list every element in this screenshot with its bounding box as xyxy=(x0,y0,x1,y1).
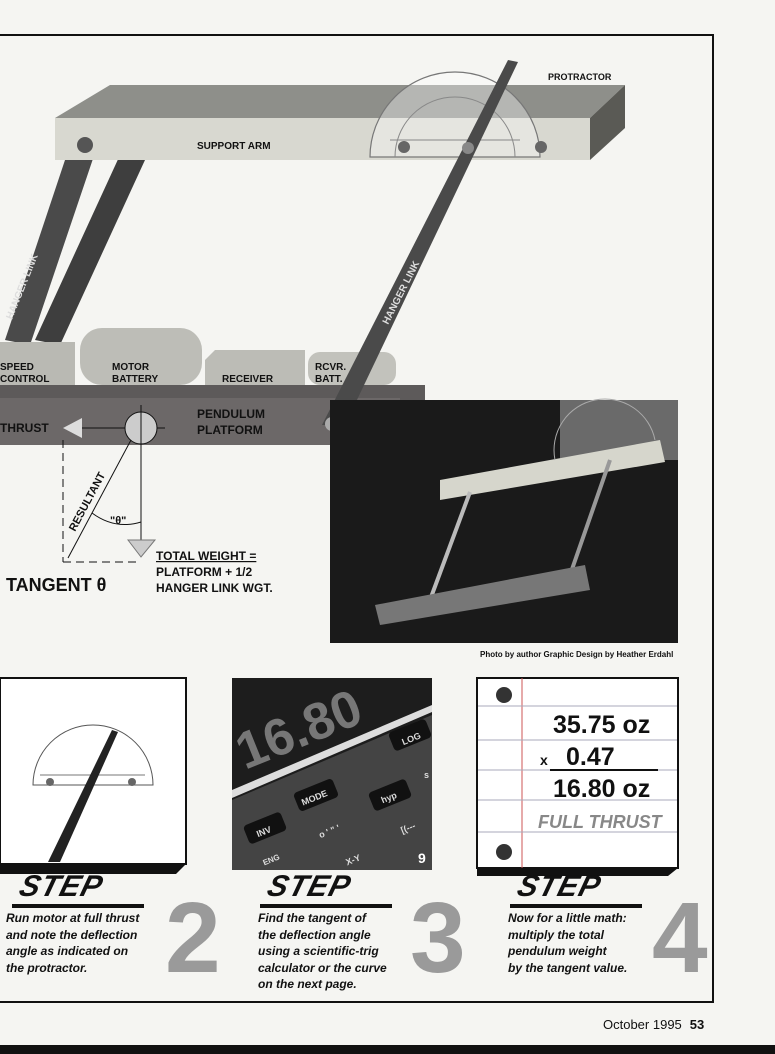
page-footer: October 1995 53 xyxy=(603,1017,704,1032)
speed-control-label-1: SPEED xyxy=(0,362,34,373)
rcvr-batt-label-1: RCVR. xyxy=(315,362,346,373)
step-4-number: 4 xyxy=(652,882,708,994)
page-number: 53 xyxy=(689,1017,705,1032)
hanger-link-left-1 xyxy=(5,130,100,345)
weight-arrow xyxy=(126,539,157,558)
protractor-label: PROTRACTOR xyxy=(548,72,612,82)
receiver-box xyxy=(205,350,305,385)
step-2-number: 2 xyxy=(165,882,221,994)
thrust-arrow xyxy=(63,418,82,438)
hanger-link-left-2 xyxy=(35,155,145,345)
step-2-title: STEP xyxy=(15,870,107,903)
notepad-image xyxy=(476,677,679,876)
notepad-label: FULL THRUST xyxy=(538,812,664,832)
thrust-label: THRUST xyxy=(0,421,49,435)
issue-date: October 1995 xyxy=(603,1017,682,1032)
step-2-underline xyxy=(12,904,144,908)
pivot-bolt xyxy=(77,137,93,153)
motor-battery-box xyxy=(80,328,202,385)
notepad-line-3: 16.80 oz xyxy=(553,775,650,803)
total-weight-label-1: TOTAL WEIGHT = xyxy=(156,549,256,563)
rcvr-batt-label-2: BATT. xyxy=(315,374,343,385)
calc-key-9: 9 xyxy=(418,850,426,866)
step-3-number: 3 xyxy=(410,882,466,994)
receiver-label: RECEIVER xyxy=(222,374,274,385)
step-3-underline xyxy=(260,904,392,908)
support-arm-top xyxy=(55,85,625,118)
total-weight-label-3: HANGER LINK WGT. xyxy=(156,581,273,595)
motor-battery-label-2: BATTERY xyxy=(112,374,158,385)
pendulum-platform-label-1: PENDULUM xyxy=(197,407,265,421)
bottom-edge xyxy=(0,1045,775,1054)
total-weight-label-2: PLATFORM + 1/2 xyxy=(156,565,252,579)
page-frame xyxy=(0,34,714,1003)
photo-caption: Photo by author Graphic Design by Heathe… xyxy=(480,650,673,659)
calc-key-s: s xyxy=(424,770,429,780)
speed-control-label-2: CONTROL xyxy=(0,374,49,385)
protractor-icon xyxy=(369,71,547,158)
support-arm-label: SUPPORT ARM xyxy=(197,141,271,152)
resultant-label: RESULTANT xyxy=(67,470,108,533)
notepad-line-2: 0.47 xyxy=(566,743,615,771)
step-3-text: Find the tangent of the deflection angle… xyxy=(258,911,387,991)
notepad-line-1: 35.75 oz xyxy=(553,711,650,739)
step-4-text: Now for a little math: multiply the tota… xyxy=(508,911,628,975)
theta-label: "θ" xyxy=(110,515,126,527)
support-arm-front xyxy=(55,118,590,160)
step-2-text: Run motor at full thrust and note the de… xyxy=(6,911,140,975)
step-2-panel xyxy=(0,677,187,874)
photo xyxy=(330,398,678,643)
notepad-operator: x xyxy=(540,752,548,768)
step-4-underline xyxy=(510,904,642,908)
support-arm-side xyxy=(590,85,625,160)
step-4-title: STEP xyxy=(513,870,605,903)
resultant-vector xyxy=(67,439,132,559)
pendulum-platform-label-2: PLATFORM xyxy=(197,423,263,437)
speed-control-box xyxy=(0,342,75,385)
tangent-label: TANGENT θ xyxy=(6,575,106,595)
step-3-title: STEP xyxy=(263,870,355,903)
motor-battery-label-1: MOTOR xyxy=(112,362,150,373)
